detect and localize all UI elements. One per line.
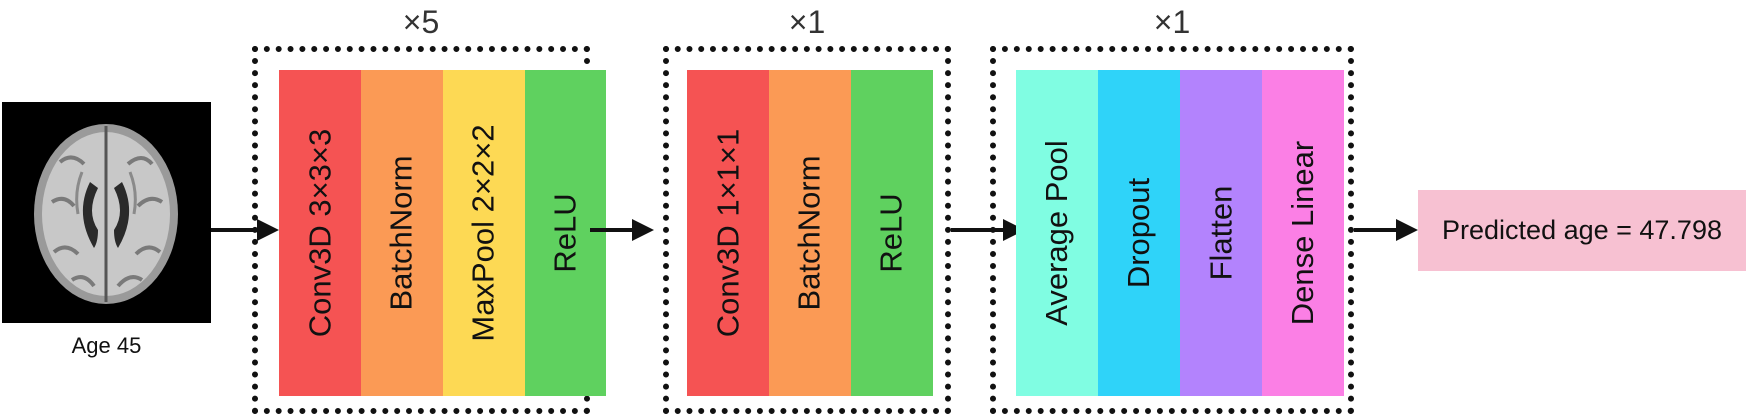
layer-average-pool: Average Pool bbox=[1016, 70, 1098, 396]
block1-multiplier: ×5 bbox=[402, 4, 440, 40]
layer-relu: ReLU bbox=[851, 70, 933, 396]
layer-label: BatchNorm bbox=[792, 155, 828, 311]
input-caption: Age 45 bbox=[71, 333, 142, 358]
layer-label: Conv3D 3×3×3 bbox=[302, 128, 338, 338]
layer-label: Conv3D 1×1×1 bbox=[710, 128, 746, 338]
layer-dense-linear: Dense Linear bbox=[1262, 70, 1344, 396]
layer-label: BatchNorm bbox=[384, 155, 420, 311]
layer-label: Dense Linear bbox=[1285, 140, 1320, 326]
brain-mri-graphic bbox=[2, 102, 211, 323]
layer-flatten: Flatten bbox=[1180, 70, 1262, 396]
layer-label: Flatten bbox=[1203, 185, 1238, 281]
block2-multiplier: ×1 bbox=[788, 4, 826, 40]
layer-label: Dropout bbox=[1121, 177, 1157, 289]
block3-multiplier: ×1 bbox=[1153, 4, 1191, 40]
block2-container: Conv3D 1×1×1 BatchNorm ReLU bbox=[663, 46, 951, 414]
layer-label: ReLU bbox=[547, 193, 583, 273]
layer-conv3d-1x1x1: Conv3D 1×1×1 bbox=[687, 70, 769, 396]
layer-label: MaxPool 2×2×2 bbox=[466, 124, 501, 342]
layer-batchnorm: BatchNorm bbox=[769, 70, 851, 396]
layer-conv3d-3x3x3: Conv3D 3×3×3 bbox=[279, 70, 361, 396]
layer-relu: ReLU bbox=[525, 70, 606, 396]
layer-maxpool-2x2x2: MaxPool 2×2×2 bbox=[443, 70, 525, 396]
layer-dropout: Dropout bbox=[1098, 70, 1180, 396]
layer-label: ReLU bbox=[873, 193, 909, 273]
block1-container: Conv3D 3×3×3 BatchNorm MaxPool 2×2×2 ReL… bbox=[252, 46, 606, 414]
layer-label: Average Pool bbox=[1039, 140, 1074, 326]
layer-batchnorm: BatchNorm bbox=[361, 70, 443, 396]
block3-container: Average Pool Dropout Flatten Dense Linea… bbox=[990, 46, 1354, 414]
brain-mri-image bbox=[2, 102, 211, 323]
predicted-age-output: Predicted age = 47.798 bbox=[1418, 190, 1746, 271]
